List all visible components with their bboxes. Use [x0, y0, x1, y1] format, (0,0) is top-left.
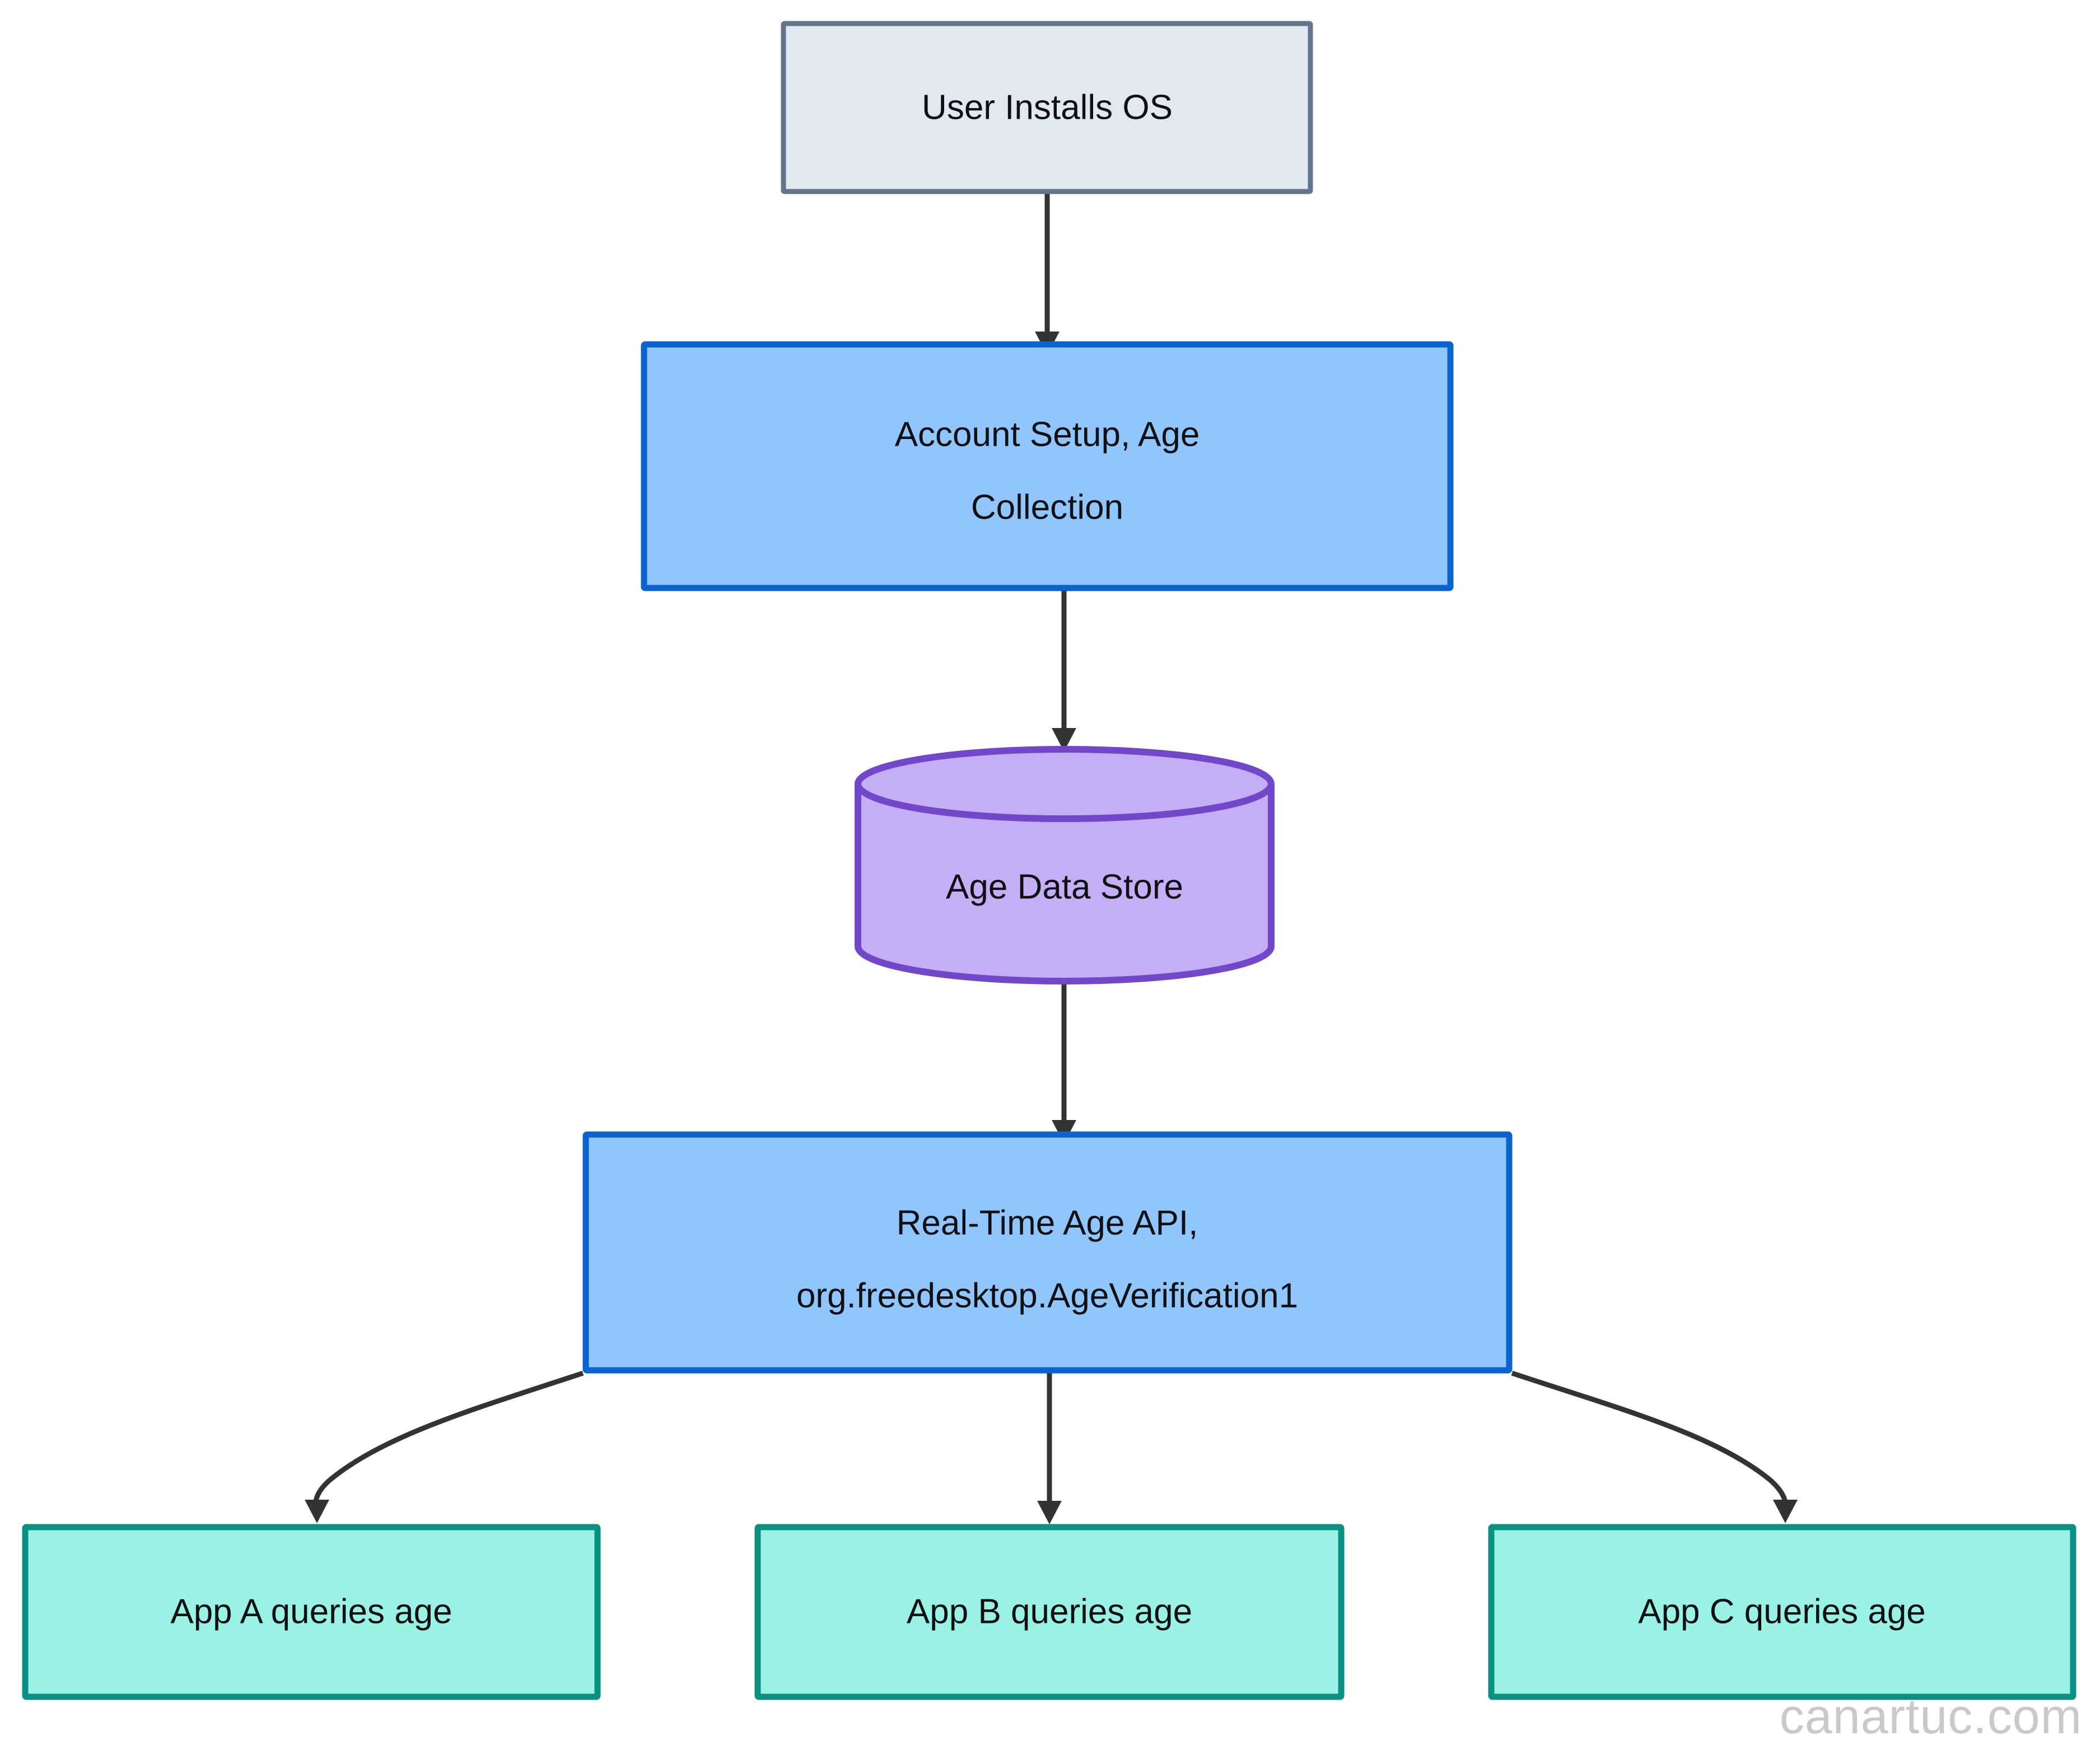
edge-account-to-store [1052, 591, 1076, 752]
node-account-label-line1: Account Setup, Age [895, 415, 1200, 454]
node-store-cylinder-top [855, 746, 1275, 822]
node-account-shape[interactable] [641, 341, 1454, 591]
node-account-label-line2: Collection [971, 488, 1123, 526]
node-appA-shape[interactable] [22, 1524, 601, 1700]
node-install-shape[interactable] [781, 21, 1313, 194]
edge-api-to-appB [1037, 1373, 1062, 1524]
node-api-shape[interactable] [582, 1131, 1513, 1374]
node-api-label-line2: org.freedesktop.AgeVerification1 [796, 1276, 1298, 1315]
node-age-data-store[interactable]: Age Data Store [855, 746, 1275, 984]
node-api-label-line1: Real-Time Age API, [897, 1203, 1198, 1242]
edge-api-to-appA [305, 1370, 584, 1523]
node-app-b[interactable]: App B queries age [754, 1524, 1345, 1700]
edge-install-to-account [1035, 194, 1060, 355]
node-appB-shape[interactable] [754, 1524, 1345, 1700]
node-appC-label: App C queries age [1638, 1592, 1926, 1631]
node-app-c[interactable]: App C queries age [1488, 1524, 2076, 1700]
node-account-setup[interactable]: Account Setup, Age Collection [641, 341, 1454, 591]
node-store-label: Age Data Store [946, 867, 1183, 906]
node-user-installs-os[interactable]: User Installs OS [781, 21, 1313, 194]
edge-api-to-appC [1511, 1370, 1798, 1523]
node-appB-label: App B queries age [907, 1592, 1192, 1631]
edge-store-to-api [1052, 977, 1076, 1144]
node-app-a[interactable]: App A queries age [22, 1524, 601, 1700]
watermark-label: canartuc.com [1780, 1688, 2082, 1744]
node-realtime-age-api[interactable]: Real-Time Age API, org.freedesktop.AgeVe… [582, 1131, 1513, 1374]
node-appA-label: App A queries age [170, 1592, 452, 1631]
node-appC-shape[interactable] [1488, 1524, 2076, 1700]
node-install-label: User Installs OS [922, 88, 1173, 127]
